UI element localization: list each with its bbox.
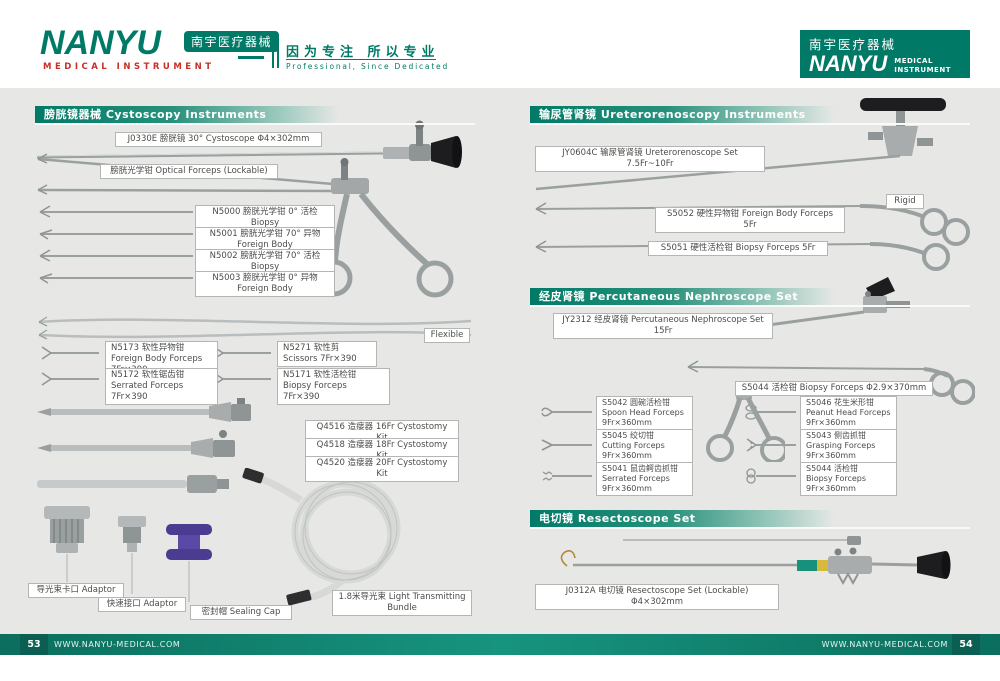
label-forceps-s5051: S5051 硬性活检钳 Biopsy Forceps 5Fr bbox=[648, 241, 828, 257]
section-underline bbox=[530, 527, 970, 529]
label-forceps-s5041: S5041 鼠齿鳄齿抓钳 Serrated Forceps 9Fr×360mm bbox=[596, 462, 693, 496]
light-bundle-illustration bbox=[242, 468, 401, 606]
resectoscope-illustration bbox=[560, 536, 951, 586]
label-lightguide-adaptor: 导光束卡口 Adaptor bbox=[28, 583, 124, 599]
label-resectoscope: J0312A 电切镜 Resectoscope Set (Lockable) Φ… bbox=[535, 584, 779, 611]
label-forceps-s5045: S5045 绞切钳 Cutting Forceps 9Fr×360mm bbox=[596, 429, 693, 463]
label-forceps-n5002: N5002 膀胱光学钳 70° 活检 Biopsy bbox=[195, 249, 335, 276]
label-optical-forceps: 膀胱光学钳 Optical Forceps (Lockable) bbox=[100, 164, 278, 180]
label-biopsy-forceps-s5044: S5044 活检钳 Biopsy Forceps Φ2.9×370mm bbox=[735, 381, 933, 397]
section-underline bbox=[35, 123, 475, 125]
footer-bar bbox=[0, 634, 1000, 655]
slogan-underline bbox=[286, 59, 436, 60]
corner-brand-name: NANYU bbox=[809, 51, 888, 76]
section-underline bbox=[530, 305, 970, 307]
corner-brand-chinese: 南宇医疗器械 bbox=[809, 37, 897, 52]
ureterorenoscope-illustration bbox=[535, 98, 970, 271]
section-header-resectoscope: 电切镜 Resectoscope Set bbox=[530, 510, 835, 527]
label-flexible-tag: Flexible bbox=[424, 328, 470, 344]
label-forceps-s5044b: S5044 活检钳 Biopsy Forceps 9Fr×360mm bbox=[800, 462, 897, 496]
section-underline bbox=[530, 123, 970, 125]
brand-subtitle: MEDICAL INSTRUMENT bbox=[43, 62, 215, 72]
label-cystostomy-q4520: Q4520 造瘘器 20Fr Cystostomy Kit bbox=[305, 456, 459, 483]
slogan-chinese: 因为专注 所以专业 bbox=[286, 45, 440, 60]
corner-sub-line1: MEDICAL bbox=[894, 57, 933, 65]
slogan-english: Professional, Since Dedicated bbox=[286, 62, 450, 71]
label-light-bundle: 1.8米导光束 Light Transmitting Bundle bbox=[332, 590, 472, 617]
page-number-right: 54 bbox=[952, 634, 980, 655]
slogan-divider-bar bbox=[272, 40, 274, 68]
section-header-cystoscopy: 膀胱镜器械 Cystoscopy Instruments bbox=[35, 106, 340, 123]
label-ureteroscope: JY0604C 输尿管肾镜 Ureterorenoscope Set 7.5Fr… bbox=[535, 146, 765, 173]
footer-url-right: WWW.NANYU-MEDICAL.COM bbox=[821, 640, 948, 649]
corner-brand-subtitle: MEDICAL INSTRUMENT bbox=[894, 57, 951, 76]
biopsy-forceps-tip-icon bbox=[746, 468, 796, 484]
label-forceps-s5043: S5043 侧齿抓钳 Grasping Forceps 9Fr×360mm bbox=[800, 429, 897, 463]
flexible-forceps-illustration bbox=[38, 316, 472, 386]
label-nephroscope: JY2312 经皮肾镜 Percutaneous Nephroscope Set… bbox=[553, 313, 773, 340]
label-quick-adaptor: 快速接口 Adaptor bbox=[98, 597, 186, 613]
label-forceps-n5001: N5001 膀胱光学钳 70° 异物 Foreign Body bbox=[195, 227, 335, 254]
serrated-forceps-tip-icon bbox=[542, 471, 592, 481]
label-forceps-n5172: N5172 软性锯齿钳 Serrated Forceps 7Fr×390 bbox=[105, 368, 218, 406]
label-forceps-s5052: S5052 硬性异物钳 Foreign Body Forceps 5Fr bbox=[655, 207, 845, 234]
section-header-nephroscope: 经皮肾镜 Percutaneous Nephroscope Set bbox=[530, 288, 835, 305]
cystostomy-kit-illustration bbox=[37, 398, 251, 493]
label-rigid-tag: Rigid bbox=[886, 194, 924, 210]
slogan-divider-bar bbox=[277, 40, 279, 68]
label-forceps-n5271: N5271 软性剪 Scissors 7Fr×390 bbox=[277, 341, 377, 368]
label-forceps-s5046: S5046 花生米形钳 Peanut Head Forceps 9Fr×360m… bbox=[800, 396, 897, 430]
label-forceps-n5003: N5003 膀胱光学钳 0° 异物 Foreign Body bbox=[195, 271, 335, 298]
cutting-forceps-tip-icon bbox=[541, 439, 592, 451]
label-cystoscope: J0330E 膀胱镜 30° Cystoscope Φ4×302mm bbox=[115, 132, 322, 148]
header-dash-divider bbox=[238, 56, 264, 59]
brand-logo-text: NANYU bbox=[40, 24, 161, 62]
adaptors-illustration bbox=[44, 506, 212, 602]
page-number-left: 53 bbox=[20, 634, 48, 655]
brand-cn-badge: 南宇医疗器械 bbox=[184, 31, 280, 52]
corner-brand-block: 南宇医疗器械 NANYU MEDICAL INSTRUMENT bbox=[800, 30, 970, 78]
label-forceps-s5042: S5042 圆碗活检钳 Spoon Head Forceps 9Fr×360mm bbox=[596, 396, 693, 430]
footer-url-left: WWW.NANYU-MEDICAL.COM bbox=[54, 640, 181, 649]
label-forceps-n5171: N5171 软性活检钳 Biopsy Forceps 7Fr×390 bbox=[277, 368, 390, 406]
label-forceps-n5000: N5000 膀胱光学钳 0° 活检 Biopsy bbox=[195, 205, 335, 232]
section-header-ureterorenoscopy: 输尿管肾镜 Ureterorenoscopy Instruments bbox=[530, 106, 835, 123]
forceps-handle-illustration bbox=[706, 392, 785, 462]
corner-sub-line2: INSTRUMENT bbox=[894, 66, 951, 75]
label-sealing-cap: 密封帽 Sealing Cap bbox=[190, 605, 292, 621]
spoon-forceps-tip-icon bbox=[541, 407, 592, 417]
cystoscope-illustration bbox=[36, 120, 462, 168]
